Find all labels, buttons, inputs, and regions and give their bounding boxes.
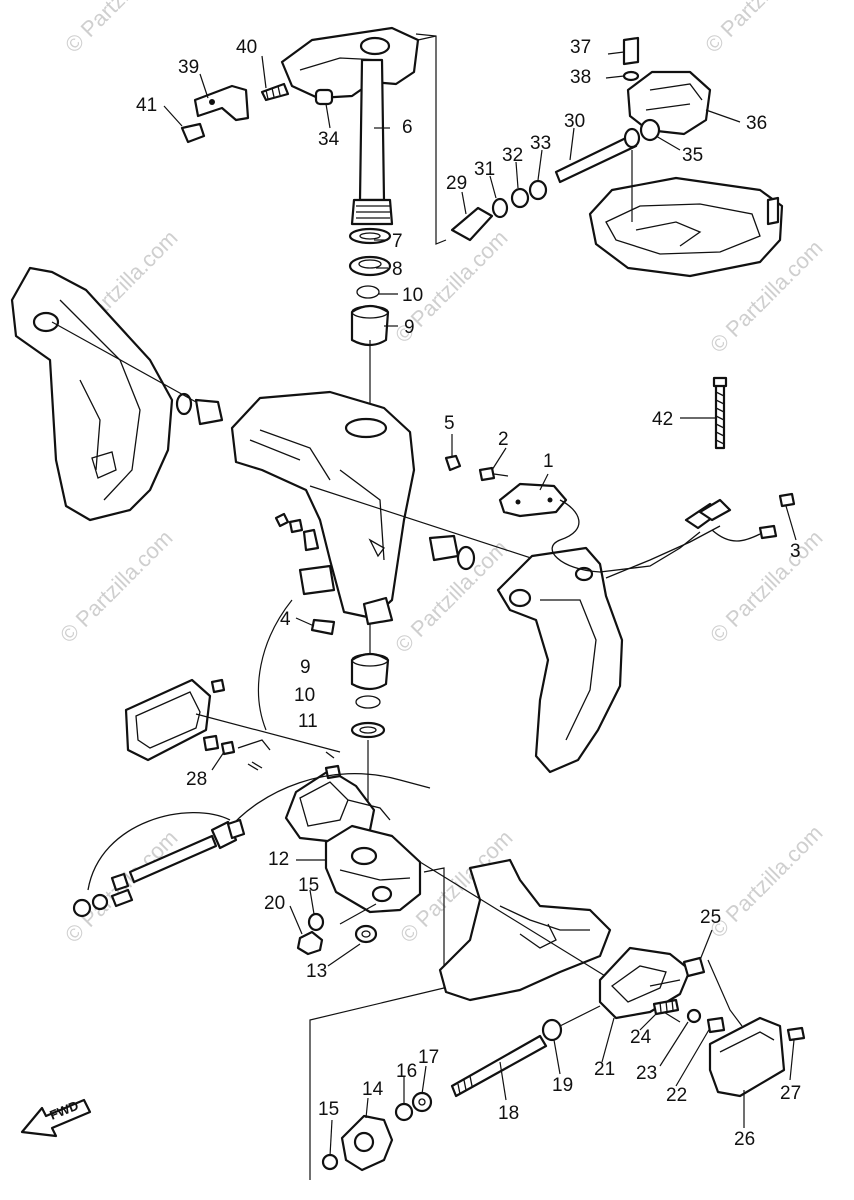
callout-5: 5 xyxy=(444,413,455,434)
mount-bracket-small xyxy=(180,82,290,144)
cover-plate-left xyxy=(124,678,226,762)
callout-35: 35 xyxy=(682,145,704,166)
callout-8: 8 xyxy=(392,259,403,280)
callout-38: 38 xyxy=(570,67,592,88)
forward-arrow: FWD xyxy=(20,1098,92,1138)
callout-12: 12 xyxy=(268,849,290,870)
callout-19: 19 xyxy=(552,1075,574,1096)
callout-9-top: 9 xyxy=(404,317,415,338)
ground-lead-28 xyxy=(202,734,335,771)
callout-29: 29 xyxy=(446,173,468,194)
mount-plate xyxy=(588,176,784,278)
callout-4: 4 xyxy=(280,609,291,630)
callout-33: 33 xyxy=(530,133,552,154)
grommet-set xyxy=(274,512,320,552)
callout-27: 27 xyxy=(780,1083,802,1104)
long-bolt-42 xyxy=(712,376,728,450)
callout-6: 6 xyxy=(402,117,413,138)
tilt-bushing-left xyxy=(51,321,224,426)
callout-14: 14 xyxy=(362,1079,384,1100)
steering-shaft xyxy=(350,58,394,226)
seal-washer-stack xyxy=(348,227,392,420)
cover-26 xyxy=(707,959,806,1098)
swivel-bracket xyxy=(230,390,416,626)
leader-lines xyxy=(163,51,797,1157)
callout-41: 41 xyxy=(136,95,158,116)
callout-24: 24 xyxy=(630,1027,652,1048)
callout-42: 42 xyxy=(652,409,674,430)
clamp-bracket-right xyxy=(496,546,624,774)
callout-10-bottom: 10 xyxy=(294,685,316,706)
nut-washer-20-15 xyxy=(296,912,378,956)
mount-bolt-30 xyxy=(554,118,661,222)
callout-17: 17 xyxy=(418,1047,440,1068)
lower-mount-housing xyxy=(225,764,431,844)
callout-11: 11 xyxy=(298,711,318,732)
callout-26: 26 xyxy=(734,1129,756,1150)
mount-spacer-29 xyxy=(450,179,548,242)
callout-37: 37 xyxy=(570,37,592,58)
callout-21: 21 xyxy=(594,1059,616,1080)
callout-15-mid: 15 xyxy=(298,875,320,896)
bolt-4 xyxy=(310,618,336,636)
callout-16: 16 xyxy=(396,1061,418,1082)
trim-sensor xyxy=(498,482,796,579)
through-bolt-18 xyxy=(450,1005,601,1098)
callout-25: 25 xyxy=(700,907,722,928)
callout-13: 13 xyxy=(306,961,328,982)
lower-mount-12 xyxy=(324,824,422,914)
callout-36: 36 xyxy=(746,113,768,134)
callout-22: 22 xyxy=(666,1085,688,1106)
callout-34: 34 xyxy=(318,129,340,150)
upper-mount-36 xyxy=(622,36,712,136)
bolt-5 xyxy=(444,454,462,472)
callout-39: 39 xyxy=(178,57,200,78)
callout-1: 1 xyxy=(543,451,554,472)
callout-23: 23 xyxy=(636,1063,658,1084)
mount-14 xyxy=(321,1091,433,1172)
callout-28: 28 xyxy=(186,769,208,790)
callout-15-bottom: 15 xyxy=(318,1099,340,1120)
callout-31: 31 xyxy=(474,159,496,180)
callout-10-top: 10 xyxy=(402,285,424,306)
callout-20: 20 xyxy=(264,893,286,914)
through-bolt-left xyxy=(72,812,246,918)
lower-bushing-stack xyxy=(350,624,390,840)
callout-32: 32 xyxy=(502,145,524,166)
callout-2: 2 xyxy=(498,429,509,450)
callout-30: 30 xyxy=(564,111,586,132)
callout-40: 40 xyxy=(236,37,258,58)
clamp-bracket-left xyxy=(10,266,174,522)
steering-arm-bracket xyxy=(280,26,420,106)
grommet-25 xyxy=(682,956,726,1034)
callout-18: 18 xyxy=(498,1103,520,1124)
callout-9-bottom: 9 xyxy=(300,657,311,678)
callout-3: 3 xyxy=(790,541,801,562)
screw-24 xyxy=(652,998,680,1016)
bolt-2 xyxy=(478,466,509,482)
callout-7: 7 xyxy=(392,231,403,252)
